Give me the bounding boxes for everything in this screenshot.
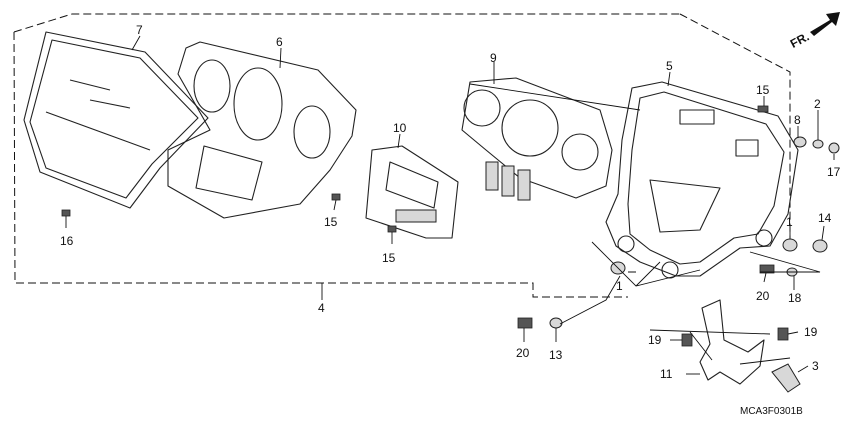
leader-lines <box>65 35 835 375</box>
callout-4: 4 <box>318 301 325 315</box>
callout-11: 11 <box>660 367 673 381</box>
display-unit-part-10[interactable] <box>365 145 459 239</box>
screw-16[interactable] <box>61 209 71 217</box>
callout-20-right: 20 <box>756 289 770 303</box>
front-label: FR. <box>788 29 812 50</box>
callout-6: 6 <box>276 35 283 49</box>
front-arrow-icon <box>810 12 840 36</box>
callout-1-right: 1 <box>786 215 793 229</box>
callout-19-left: 19 <box>648 333 662 347</box>
bolt-19-left[interactable] <box>681 333 693 347</box>
callout-2: 2 <box>814 97 821 111</box>
callout-16: 16 <box>60 234 74 248</box>
nut-14[interactable] <box>812 239 828 253</box>
callout-13: 13 <box>549 348 563 362</box>
bolt-19-right[interactable] <box>777 327 789 341</box>
grommet-1-right[interactable] <box>782 238 798 252</box>
stay-bracket-part-11[interactable] <box>699 299 765 385</box>
visor-part-7[interactable] <box>23 31 209 209</box>
bolt-20-right[interactable] <box>759 264 775 274</box>
callout-19-right: 19 <box>804 325 818 339</box>
callout-8: 8 <box>794 113 801 127</box>
callout-20-left: 20 <box>516 346 530 360</box>
callout-10: 10 <box>393 121 407 135</box>
diagram-code: MCA3F0301B <box>740 406 803 417</box>
callout-5: 5 <box>666 59 673 73</box>
screw-15-low[interactable] <box>387 225 397 233</box>
meter-case-part-5[interactable] <box>605 81 799 279</box>
callout-17: 17 <box>827 165 841 179</box>
callout-15-mid: 15 <box>324 215 338 229</box>
screw-15-top[interactable] <box>757 105 769 113</box>
front-direction-marker: FR. <box>788 12 840 51</box>
callout-3: 3 <box>812 359 819 373</box>
callout-15-low: 15 <box>382 251 396 265</box>
callout-labels: 7 6 9 10 5 15 2 8 17 1 14 15 15 16 4 1 2… <box>60 23 841 381</box>
grommet-8[interactable] <box>793 136 807 148</box>
screw-15-mid[interactable] <box>331 193 341 201</box>
callout-18: 18 <box>788 291 802 305</box>
washer-2[interactable] <box>812 139 824 149</box>
callout-9: 9 <box>490 51 497 65</box>
callout-7: 7 <box>136 23 143 37</box>
bolt-20-left[interactable] <box>517 317 533 329</box>
hardware-group <box>61 105 840 329</box>
washer-13[interactable] <box>549 317 563 329</box>
nut-17[interactable] <box>828 142 840 154</box>
callout-15-top: 15 <box>756 83 770 97</box>
callout-1-left: 1 <box>616 279 623 293</box>
assembly-boundary <box>13 13 791 298</box>
meter-assembly-part-9[interactable] <box>461 77 613 201</box>
callout-14: 14 <box>818 211 832 225</box>
clip-part-3[interactable] <box>771 363 801 393</box>
meter-panel-part-6[interactable] <box>167 41 357 219</box>
